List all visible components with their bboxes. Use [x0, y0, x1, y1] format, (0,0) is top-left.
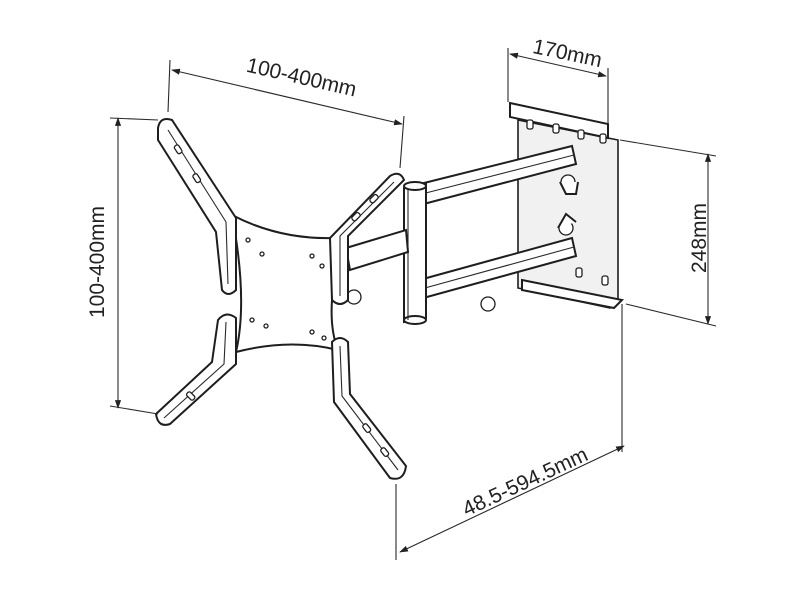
vesa-arm-top-left	[157, 118, 237, 295]
dim-vesa-width: 100-400mm	[167, 54, 405, 169]
dim-extension: 48.5-594.5mm	[395, 304, 625, 560]
vesa-arm-top-right	[328, 172, 406, 305]
dim-plate-height: 248mm	[619, 139, 717, 327]
vesa-arm-bottom-right	[330, 337, 408, 480]
wall-pivot-knobs	[557, 174, 579, 236]
extension-label: 48.5-594.5mm	[459, 443, 591, 521]
vesa-plate	[230, 213, 340, 354]
vesa-height-label: 100-400mm	[86, 206, 109, 318]
wall-plate	[509, 101, 625, 310]
arm-pivot	[403, 181, 427, 325]
tilt-arm	[344, 228, 410, 272]
vesa-arm-bottom-left	[154, 313, 237, 426]
vesa-width-label: 100-400mm	[244, 54, 358, 102]
plate-height-label: 248mm	[688, 203, 711, 273]
cable-clips	[346, 289, 496, 312]
dim-vesa-height: 100-400mm	[86, 117, 159, 415]
